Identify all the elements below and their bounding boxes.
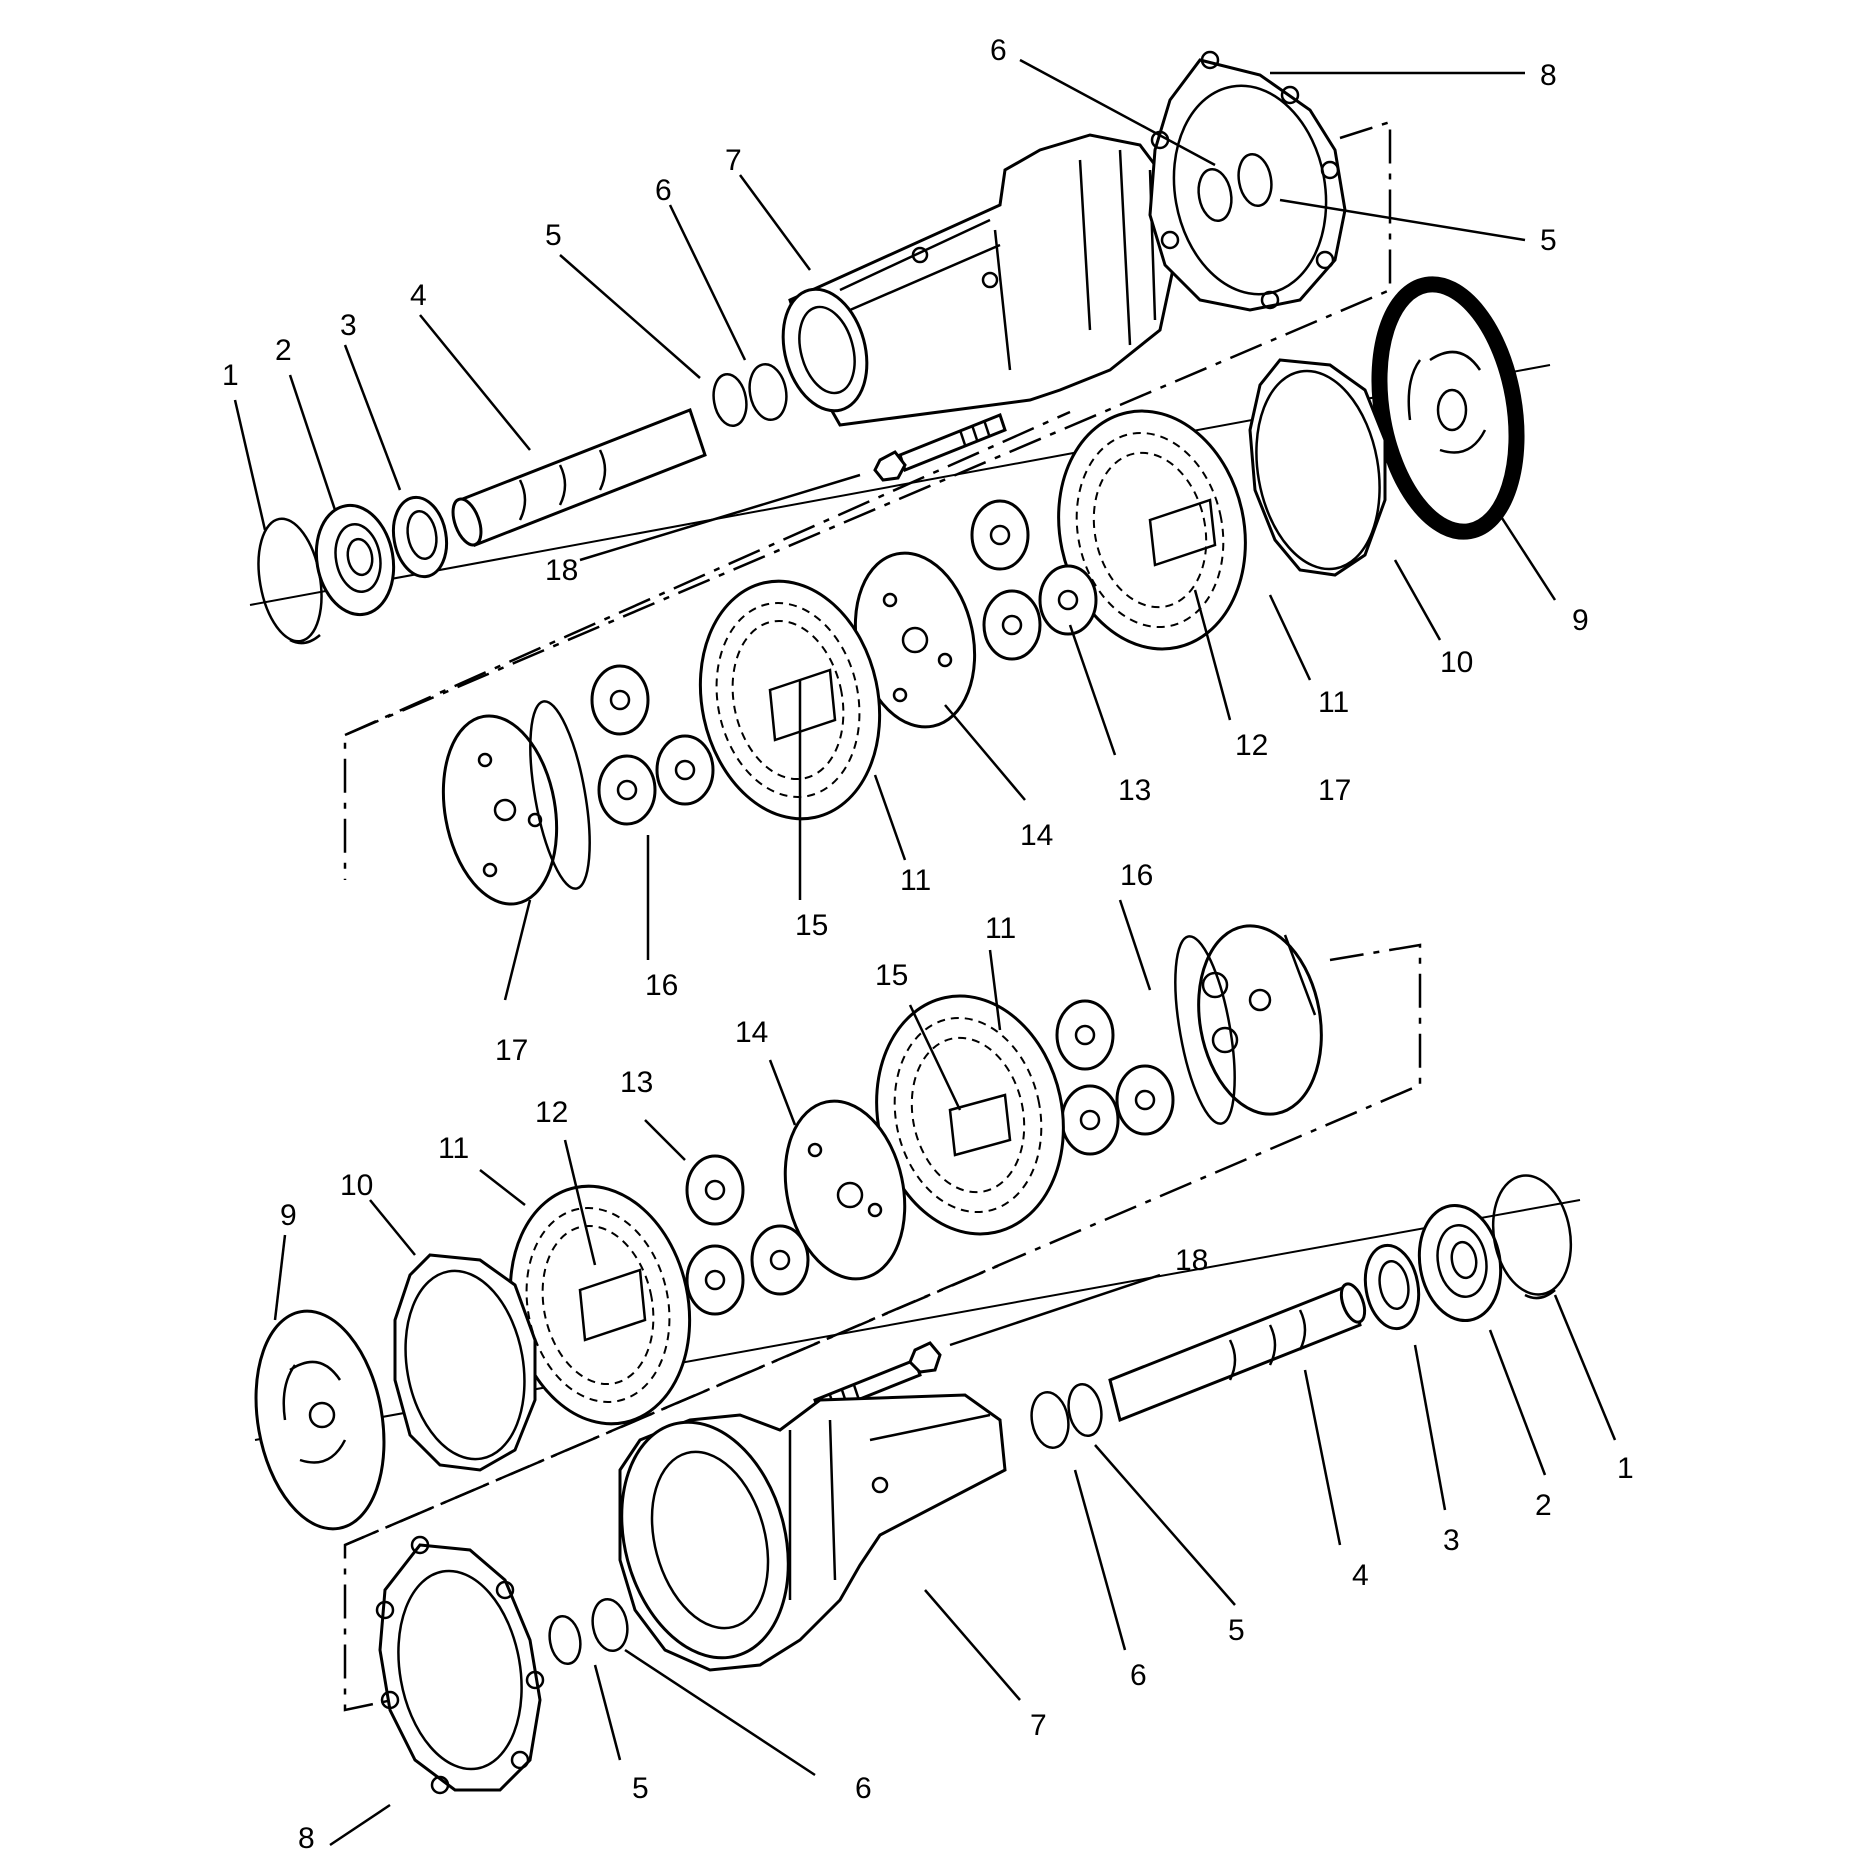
gear-carrier-upper-middle xyxy=(698,579,882,821)
callout-lower-18: 18 xyxy=(1175,1244,1208,1277)
lower-boundary-line xyxy=(343,943,1422,1712)
callout-lower-16: 16 xyxy=(1120,859,1153,892)
callout-upper-4: 4 xyxy=(410,279,427,312)
carrier-plate-14-upper xyxy=(853,551,977,729)
seal-ring-5-lower-right xyxy=(1067,1382,1103,1438)
snap-ring-lower xyxy=(1491,1174,1573,1300)
o-ring-6-lower-right xyxy=(1030,1390,1070,1450)
callout-upper-12: 12 xyxy=(1235,729,1268,762)
callout-upper-17: 17 xyxy=(495,1034,528,1067)
upper-assembly xyxy=(233,50,1557,1001)
carrier-plate-14-lower xyxy=(783,1099,907,1281)
callout-lower-13: 13 xyxy=(620,1066,653,1099)
callout-lower-12: 12 xyxy=(535,1096,568,1129)
callout-upper-16: 16 xyxy=(645,969,678,1002)
callout-lower-5: 5 xyxy=(1228,1614,1245,1647)
carrier-plate-17-lower xyxy=(1174,924,1323,1125)
callout-upper-9: 9 xyxy=(1572,604,1589,637)
callout-upper-6: 6 xyxy=(655,174,672,207)
callout-upper-1: 1 xyxy=(222,359,239,392)
callout-upper-5: 5 xyxy=(545,219,562,252)
callout-lower-3: 3 xyxy=(1443,1524,1460,1557)
bearing-upper xyxy=(314,503,396,617)
callout-upper-11b: 11 xyxy=(900,864,931,897)
planet-gears-16-lower xyxy=(1055,999,1175,1156)
extension-housing-lower xyxy=(618,1393,1007,1672)
seal-lower xyxy=(1363,1243,1421,1331)
callout-lower-14: 14 xyxy=(735,1016,768,1049)
callout-upper-6b: 6 xyxy=(990,34,1007,67)
o-ring-6-lower-left xyxy=(591,1597,629,1653)
callout-upper-5b: 5 xyxy=(1540,224,1557,257)
gasket-lower xyxy=(375,1535,545,1795)
callout-upper-10: 10 xyxy=(1440,646,1473,679)
callout-upper-7: 7 xyxy=(725,144,742,177)
planet-gears-16-upper xyxy=(590,664,715,826)
upper-boundary-line xyxy=(343,120,1392,880)
seal-ring-5-upper-left xyxy=(712,372,748,428)
callout-lower-6: 6 xyxy=(1130,1659,1147,1692)
callout-upper-11: 11 xyxy=(1318,686,1349,719)
callout-upper-8: 8 xyxy=(1540,59,1557,92)
reaction-plate-lower xyxy=(254,1309,386,1531)
callout-lower-15: 15 xyxy=(875,959,908,992)
upper-boundary-center xyxy=(344,410,1071,737)
callout-lower-9: 9 xyxy=(280,1199,297,1232)
callout-lower-11b: 11 xyxy=(438,1132,469,1165)
callout-upper-15: 15 xyxy=(795,909,828,942)
bolt-upper xyxy=(873,413,1007,482)
callout-upper-3: 3 xyxy=(340,309,357,342)
planet-gears-13-lower xyxy=(685,1154,810,1316)
callouts-upper: 1 2 3 4 5 6 7 6 8 5 18 9 10 11 12 13 14 … xyxy=(222,34,1589,1067)
reaction-plate-upper xyxy=(1371,276,1525,540)
callout-lower-17: 17 xyxy=(1318,774,1351,807)
output-shaft-upper xyxy=(451,408,707,547)
callout-lower-7: 7 xyxy=(1030,1709,1047,1742)
flat-washer-lower xyxy=(393,1253,537,1472)
callout-lower-6b: 6 xyxy=(855,1772,872,1805)
lower-assembly xyxy=(254,899,1617,1847)
leader-lines-lower xyxy=(273,899,1617,1847)
carrier-plate-17-upper xyxy=(441,700,591,906)
flat-washer-upper xyxy=(1248,358,1387,577)
o-ring-6-upper-left xyxy=(748,362,788,422)
leader-lines-upper xyxy=(233,58,1557,1001)
seal-ring-5-lower-left xyxy=(548,1614,582,1666)
callout-lower-8: 8 xyxy=(298,1822,315,1855)
callout-upper-14: 14 xyxy=(1020,819,1053,852)
seal-upper xyxy=(391,495,449,579)
gear-carrier-upper-right xyxy=(1057,409,1247,651)
callout-upper-2: 2 xyxy=(275,334,292,367)
callout-lower-5b: 5 xyxy=(632,1772,649,1805)
callouts-lower: 17 16 11 15 14 13 12 11 10 9 18 1 2 3 4 … xyxy=(280,774,1634,1855)
callout-lower-2: 2 xyxy=(1535,1489,1552,1522)
callout-lower-1: 1 xyxy=(1617,1452,1634,1485)
output-shaft-lower xyxy=(1108,1282,1367,1423)
callout-lower-10: 10 xyxy=(340,1169,373,1202)
extension-housing-upper xyxy=(781,133,1177,427)
callout-upper-18: 18 xyxy=(545,554,578,587)
planet-gears-13-upper xyxy=(970,499,1098,661)
callout-lower-11: 11 xyxy=(985,912,1016,945)
callout-upper-13: 13 xyxy=(1118,774,1151,807)
gasket-upper xyxy=(1148,50,1347,312)
bearing-lower xyxy=(1417,1203,1503,1323)
callout-lower-4: 4 xyxy=(1352,1559,1369,1592)
